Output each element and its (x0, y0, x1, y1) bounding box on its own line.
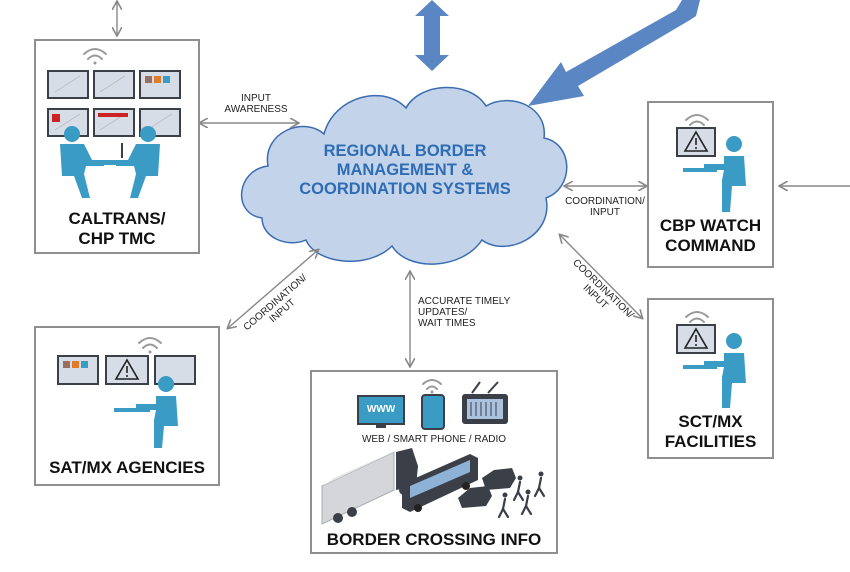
border-title: BORDER CROSSING INFO (326, 530, 542, 549)
warning-icon (683, 327, 709, 349)
edge-label-cbp: COORDINATION/ INPUT (565, 196, 645, 218)
wifi-icon (83, 48, 107, 65)
sat-illustration (57, 337, 196, 448)
smartphone-icon (421, 394, 445, 430)
radio-icon (462, 381, 508, 424)
edge-label-caltrans: INPUT AWARENESS (224, 93, 288, 115)
wifi-icon (138, 337, 162, 354)
edge-label-border: ACCURATE TIMELY UPDATES/ WAIT TIMES (418, 296, 511, 329)
cbp-illustration (676, 114, 746, 212)
web-icon-text: WWW (366, 404, 396, 415)
caltrans-illustration (47, 48, 181, 198)
truck-icon (321, 446, 418, 525)
cloud-shape (240, 86, 568, 265)
cbp-title: CBP WATCH COMMAND (659, 216, 762, 255)
sat-node: SAT/MX AGENCIES (34, 326, 220, 486)
warning-icon (114, 358, 140, 380)
sct-illustration (676, 311, 746, 408)
bus-icon (402, 454, 478, 512)
pedestrian-icon (497, 471, 546, 519)
arrow-sct-cloud (560, 235, 642, 318)
person-figure (60, 126, 160, 198)
media-caption: WEB / SMART PHONE / RADIO (361, 434, 507, 445)
warning-icon (683, 130, 709, 152)
car-icon (458, 468, 516, 508)
web-monitor-icon (357, 395, 405, 425)
caltrans-title: CALTRANS/ CHP TMC (68, 209, 166, 248)
border-illustration (321, 379, 546, 525)
cloud-title: REGIONAL BORDER MANAGEMENT & COORDINATIO… (299, 142, 511, 198)
big-arrow-top (415, 0, 449, 71)
big-arrow-diagonal (528, 0, 700, 106)
wifi-icon (422, 379, 442, 394)
arrow-sat-cloud (228, 250, 318, 328)
sat-title: SAT/MX AGENCIES (49, 458, 205, 477)
sct-title: SCT/MX FACILITIES (664, 412, 757, 451)
